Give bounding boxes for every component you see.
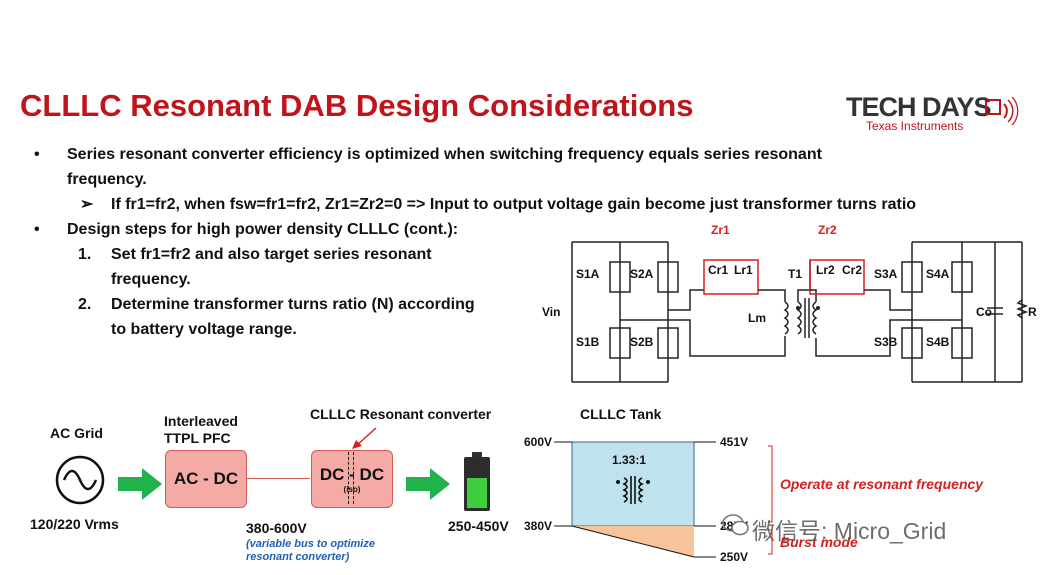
pointer-arrow-icon [352, 427, 377, 449]
v600-label: 600V [524, 435, 552, 449]
battery-icon [464, 452, 490, 511]
switch-s4b: S4B [926, 335, 950, 349]
bus-note-1: (variable bus to optimize [246, 538, 375, 550]
iso-label: (iso) [343, 484, 361, 494]
clllc-converter-label: CLLLC Resonant converter [310, 406, 492, 422]
logo-signal-icon [985, 96, 1019, 126]
co-label: Co [976, 305, 992, 319]
bus-line [246, 478, 310, 479]
page-title: CLLLC Resonant DAB Design Considerations [20, 88, 694, 123]
turns-ratio-label: 1.33:1 [612, 453, 646, 467]
step-1-line-2: frequency. [111, 271, 191, 288]
switch-s2a: S2A [630, 267, 654, 281]
burst-mode-label: Burst mode [780, 534, 858, 550]
zr2-label: Zr2 [818, 223, 837, 237]
dc-dc-box: DC - DC (iso) [311, 450, 393, 508]
zr1-label: Zr1 [711, 223, 730, 237]
isolation-line-2 [353, 452, 354, 504]
arrow-right-icon-2 [406, 468, 450, 500]
switch-s4a: S4A [926, 267, 950, 281]
step-1-number: 1. [78, 246, 92, 263]
ac-voltage-label: 120/220 Vrms [30, 516, 119, 532]
bullet-1-arrow: ➢ [80, 196, 94, 213]
ac-dc-box: AC - DC [165, 450, 247, 508]
wechat-icon [722, 514, 749, 536]
ac-grid-label: AC Grid [50, 425, 103, 441]
pfc-label-2: TTPL PFC [164, 430, 231, 446]
cr2-label: Cr2 [842, 263, 862, 277]
switch-s3b: S3B [874, 335, 898, 349]
dc-dc-label: DC - DC [319, 464, 385, 484]
lr2-label: Lr2 [816, 263, 835, 277]
switch-s2b: S2B [630, 335, 654, 349]
switch-s1a: S1A [576, 267, 600, 281]
lr1-label: Lr1 [734, 263, 753, 277]
watermark-text: 微信号: Micro_Grid [752, 518, 947, 544]
r-label: R [1028, 305, 1037, 319]
bus-note-2: resonant converter) [246, 551, 350, 563]
step-1-line-1: Set fr1=fr2 and also target series reson… [111, 246, 432, 263]
bus-voltage-label: 380-600V [246, 520, 307, 536]
isolation-line-1 [348, 452, 349, 504]
bullet-marker-2: • [34, 221, 40, 238]
tank-diagram: 1.33:1 600V 380V 451V 285V 250V [524, 435, 773, 564]
v451-label: 451V [720, 435, 748, 449]
v380-label: 380V [524, 519, 552, 533]
bullet-marker-1: • [34, 146, 40, 163]
clllc-schematic: Zr1 Zr2 Cr1 Lr1 Lr2 Cr2 T1 Vin Lm Co R S… [542, 223, 1037, 383]
tech-days-logo: TECH DAYS Texas Instruments [846, 92, 1026, 142]
arrow-right-icon [118, 468, 162, 500]
step-2-number: 2. [78, 296, 92, 313]
ac-source-icon [55, 455, 105, 505]
bullet-1-line-1: Series resonant converter efficiency is … [67, 146, 822, 163]
battery-voltage-label: 250-450V [448, 518, 509, 534]
bullet-2: Design steps for high power density CLLL… [67, 221, 459, 238]
vin-label: Vin [542, 305, 560, 319]
logo-main-text: TECH DAYS [846, 92, 992, 122]
cr1-label: Cr1 [708, 263, 728, 277]
resonant-frequency-label: Operate at resonant frequency [780, 476, 984, 492]
bullet-1-sub: If fr1=fr2, when fsw=fr1=fr2, Zr1=Zr2=0 … [111, 196, 917, 213]
pfc-label-1: Interleaved [164, 413, 238, 429]
logo-sub-text: Texas Instruments [866, 119, 964, 133]
bullet-1-line-2: frequency. [67, 171, 147, 188]
lm-label: Lm [748, 311, 766, 325]
v250-label: 250V [720, 550, 748, 564]
step-2-line-1: Determine transformer turns ratio (N) ac… [111, 296, 475, 313]
switch-s1b: S1B [576, 335, 600, 349]
switch-s3a: S3A [874, 267, 898, 281]
tank-title: CLLLC Tank [580, 406, 662, 422]
step-2-line-2: to battery voltage range. [111, 321, 297, 338]
t1-label: T1 [788, 267, 802, 281]
